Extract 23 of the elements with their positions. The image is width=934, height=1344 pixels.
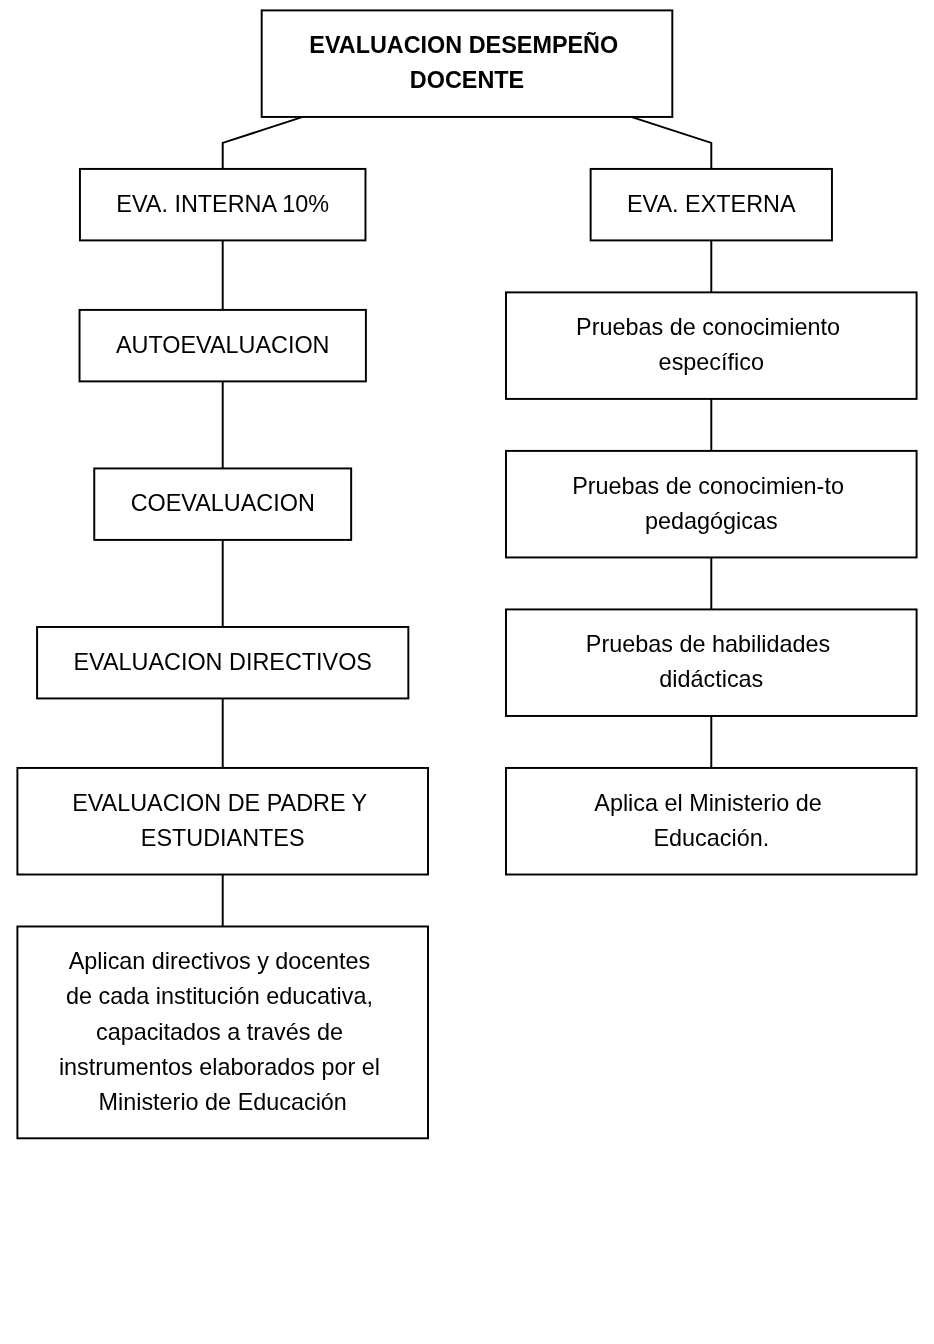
connector xyxy=(221,380,224,470)
connector xyxy=(221,697,224,769)
connector xyxy=(221,873,224,928)
connector xyxy=(710,239,713,294)
node-box: EVA. EXTERNA xyxy=(589,167,833,242)
node-box: EVALUACION DESEMPEÑO DOCENTE xyxy=(260,9,674,118)
connector xyxy=(221,115,304,170)
connector xyxy=(630,115,713,170)
node-box: Aplican directivos y docentes de cada institución educativa, capacitados a través de instrumentos elaborados por el Ministerio de Educación xyxy=(16,925,429,1140)
connector xyxy=(710,397,713,452)
node-box: Aplica el Ministerio de Educación. xyxy=(505,767,918,876)
node-box: Pruebas de conocimiento específico xyxy=(505,291,918,400)
node-box: AUTOEVALUACION xyxy=(78,308,367,383)
node-box: EVALUACION DE PADRE Y ESTUDIANTES xyxy=(16,767,429,876)
connector xyxy=(221,239,224,311)
node-box: Pruebas de conocimien-to pedagógicas xyxy=(505,449,918,559)
node-box: Pruebas de habilidades didácticas xyxy=(505,608,918,717)
node-box: EVALUACION DIRECTIVOS xyxy=(36,626,410,700)
connector xyxy=(710,715,713,769)
node-box: EVA. INTERNA 10% xyxy=(78,167,367,242)
connector xyxy=(221,538,224,628)
node-box: COEVALUACION xyxy=(93,467,353,541)
connector xyxy=(710,556,713,611)
